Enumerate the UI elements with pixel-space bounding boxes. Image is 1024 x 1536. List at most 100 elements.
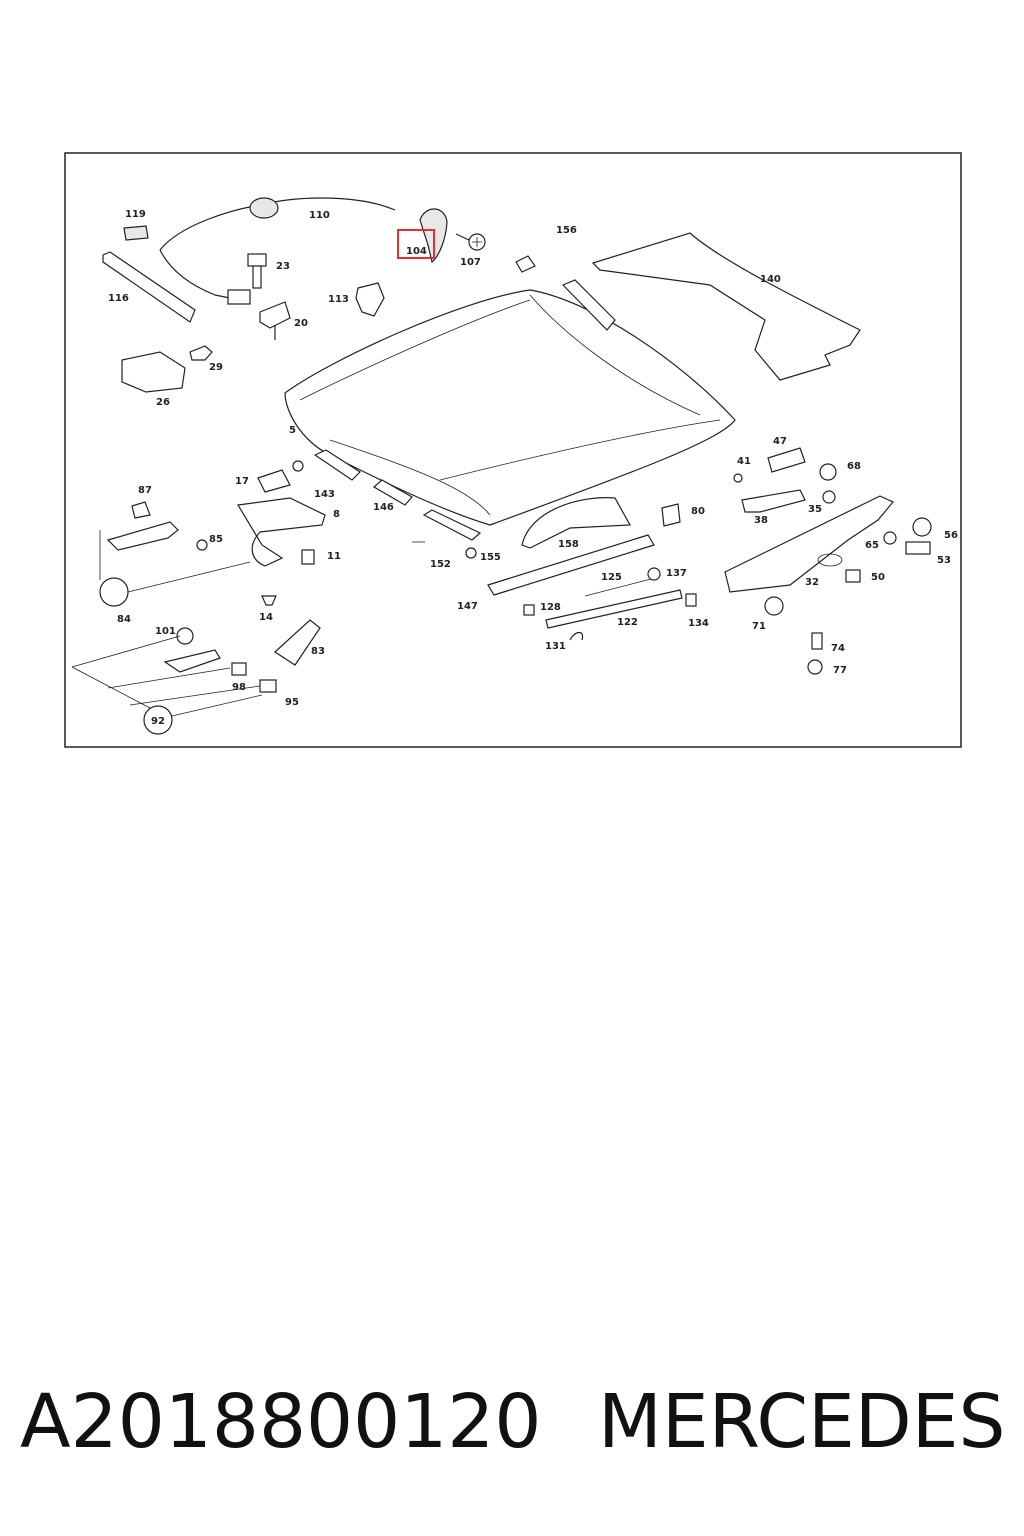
bracket-83 (274, 619, 321, 666)
cover-158 (521, 497, 631, 549)
clip-131 (569, 631, 584, 641)
callout-41: 41 (737, 456, 751, 467)
callout-158: 158 (558, 539, 579, 550)
callout-8: 8 (333, 509, 340, 520)
clip-80 (661, 503, 681, 527)
callout-labels: 119 110 104 107 156 140 23 116 113 20 29… (108, 209, 958, 727)
nut-35 (822, 490, 836, 504)
nut-77 (807, 659, 823, 675)
bracket-47 (767, 447, 806, 473)
bushing-56 (912, 517, 932, 537)
callout-50: 50 (871, 572, 885, 583)
nut-101 (176, 627, 194, 645)
callout-125: 125 (601, 572, 622, 583)
pin-41 (733, 473, 743, 483)
callout-143: 143 (314, 489, 335, 500)
strip-146 (372, 479, 413, 506)
callout-95: 95 (285, 697, 299, 708)
bolt-74 (811, 632, 823, 650)
bolt-128 (523, 604, 535, 616)
bolt-134 (685, 593, 697, 607)
bushing-50 (845, 569, 861, 583)
callout-122: 122 (617, 617, 638, 628)
callout-23: 23 (276, 261, 290, 272)
callout-65: 65 (865, 540, 879, 551)
callout-119: 119 (125, 209, 146, 220)
callout-152: 152 (430, 559, 451, 570)
hinge-32 (724, 495, 894, 593)
clip-156 (515, 255, 536, 273)
strut-122 (545, 589, 683, 629)
callout-29: 29 (209, 362, 223, 373)
callout-98: 98 (232, 682, 246, 693)
callout-128: 128 (540, 602, 561, 613)
callout-84: 84 (117, 614, 131, 625)
bolt-95 (259, 679, 277, 693)
callout-83: 83 (311, 646, 325, 657)
bolt-11 (301, 549, 315, 565)
washer-65 (883, 531, 897, 545)
clip-113 (355, 282, 385, 317)
callout-134: 134 (688, 618, 709, 629)
callout-77: 77 (833, 665, 847, 676)
seal-152 (422, 509, 482, 541)
callout-14: 14 (259, 612, 273, 623)
callout-5: 5 (289, 425, 296, 436)
callout-107: 107 (460, 257, 481, 268)
callout-147: 147 (457, 601, 478, 612)
clip-29 (189, 345, 213, 361)
callout-113: 113 (328, 294, 349, 305)
callout-92: 92 (151, 716, 165, 727)
callout-53: 53 (937, 555, 951, 566)
callout-47: 47 (773, 436, 787, 447)
callout-87: 87 (138, 485, 152, 496)
callout-155: 155 (480, 552, 501, 563)
bushing-98 (231, 662, 247, 676)
callout-110: 110 (309, 210, 330, 221)
callout-71: 71 (752, 621, 766, 632)
callout-32: 32 (805, 577, 819, 588)
callout-104: 104 (406, 246, 427, 257)
bolt-23 (247, 253, 267, 289)
strip-147 (487, 534, 655, 596)
callout-156: 156 (556, 225, 577, 236)
callout-11: 11 (327, 551, 341, 562)
callout-68: 68 (847, 461, 861, 472)
callout-131: 131 (545, 641, 566, 652)
rail-116 (102, 251, 196, 323)
screw-107 (455, 233, 486, 251)
highlight-box-104 (397, 229, 435, 259)
part-number: A2018800120 (20, 1379, 542, 1465)
bracket-26 (121, 351, 186, 393)
clip-155 (465, 547, 477, 559)
bracket-92 (163, 649, 221, 673)
bolt-53 (905, 541, 931, 555)
insulation-mat (591, 232, 861, 381)
nut-71 (764, 596, 784, 616)
callout-35: 35 (808, 504, 822, 515)
strip-143 (313, 449, 361, 481)
plug-119 (123, 225, 149, 241)
strut-125 (584, 577, 656, 597)
clip-17 (257, 469, 291, 493)
brand-name: MERCEDES (598, 1379, 1006, 1465)
hinge-87 (131, 501, 151, 519)
bolt-68 (819, 463, 837, 481)
bracket-20 (259, 301, 291, 329)
callout-140: 140 (760, 274, 781, 285)
callout-circle-92 (143, 705, 173, 735)
callout-85: 85 (209, 534, 223, 545)
callout-20: 20 (294, 318, 308, 329)
hood-panel (284, 289, 736, 526)
callout-146: 146 (373, 502, 394, 513)
seal-156 (561, 279, 616, 331)
bracket-38 (741, 489, 806, 513)
callout-56: 56 (944, 530, 958, 541)
callout-17: 17 (235, 476, 249, 487)
wrench-84 (99, 577, 129, 607)
nut-137 (647, 567, 661, 581)
callout-101: 101 (155, 626, 176, 637)
lock-8 (237, 497, 326, 567)
callout-116: 116 (108, 293, 129, 304)
